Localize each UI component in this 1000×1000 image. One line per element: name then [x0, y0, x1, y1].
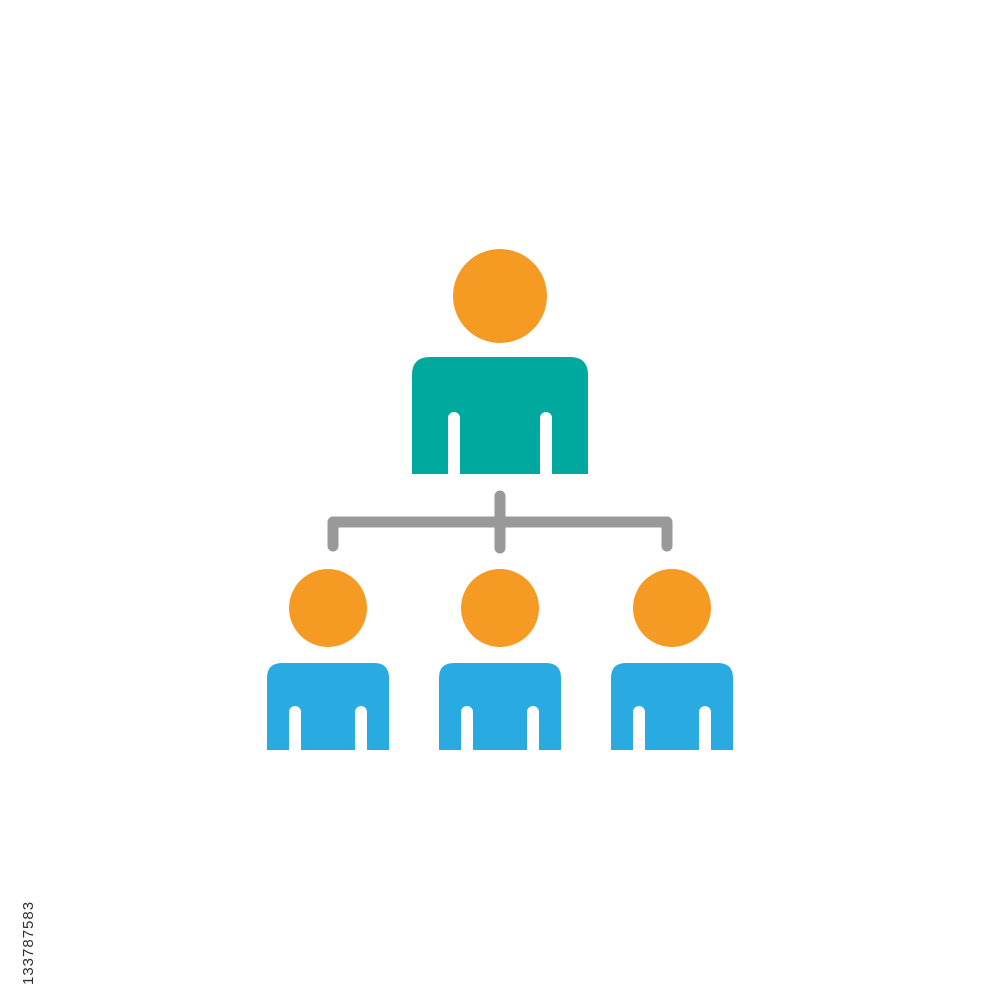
manager-head — [453, 249, 547, 343]
member-body — [611, 663, 733, 750]
member-head — [461, 569, 539, 647]
member-person-3 — [611, 569, 733, 750]
member-body — [439, 663, 561, 750]
member-head — [633, 569, 711, 647]
connector-line — [327, 490, 673, 554]
manager-body — [412, 357, 588, 474]
member-person-2 — [439, 569, 561, 750]
member-head — [289, 569, 367, 647]
member-body — [267, 663, 389, 750]
manager-person — [412, 249, 588, 474]
member-person-1 — [267, 569, 389, 750]
stock-id-label: 133787583 — [20, 900, 37, 985]
org-connector-lines — [327, 490, 673, 554]
